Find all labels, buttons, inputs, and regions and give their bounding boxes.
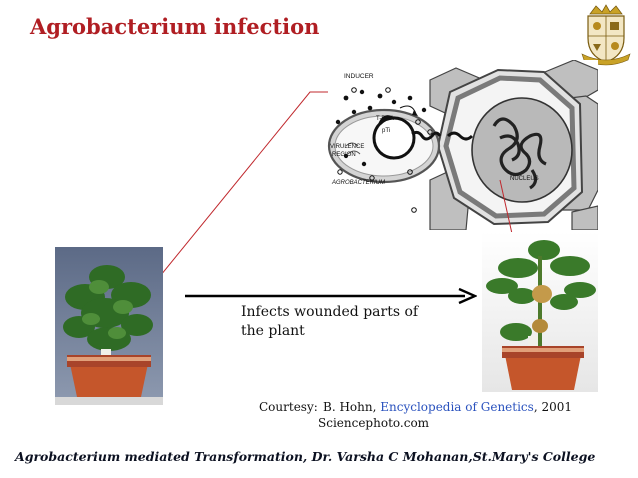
slide-title: Agrobacterium infection (30, 14, 320, 39)
infected-plant-photo (482, 232, 598, 392)
courtesy-year: , 2001 (533, 400, 572, 414)
college-crest-logo (581, 4, 631, 66)
nucleus-label: NUCLEUS (510, 176, 539, 182)
healthy-plant-photo (55, 247, 163, 405)
inducer-label: INDUCER (344, 73, 374, 80)
virulence-label-line2: REGION (332, 152, 356, 158)
tdna-label: T-DNA (376, 116, 394, 122)
agrobacterium-label: AGROBACTERIUM (331, 180, 385, 186)
courtesy-citation: B. Hohn, Encyclopedia of Genetics, 2001 (323, 400, 572, 414)
infects-caption: Infects wounded parts of the plant (241, 304, 419, 339)
courtesy-source: Sciencephoto.com (318, 416, 430, 430)
infection-arrow (185, 287, 477, 305)
courtesy-author: B. Hohn, (323, 400, 381, 414)
slide-footer: Agrobacterium mediated Transformation, D… (15, 449, 596, 464)
agrobacterium-plant-cell-diagram: INDUCER T-DNA pTi VIRULENCE REGION AGROB… (326, 60, 598, 230)
encyclopedia-link[interactable]: Encyclopedia of Genetics (380, 400, 534, 414)
courtesy-label: Courtesy: (259, 400, 318, 414)
virulence-label-line1: VIRULENCE (330, 144, 364, 150)
pti-label: pTi (382, 128, 390, 134)
